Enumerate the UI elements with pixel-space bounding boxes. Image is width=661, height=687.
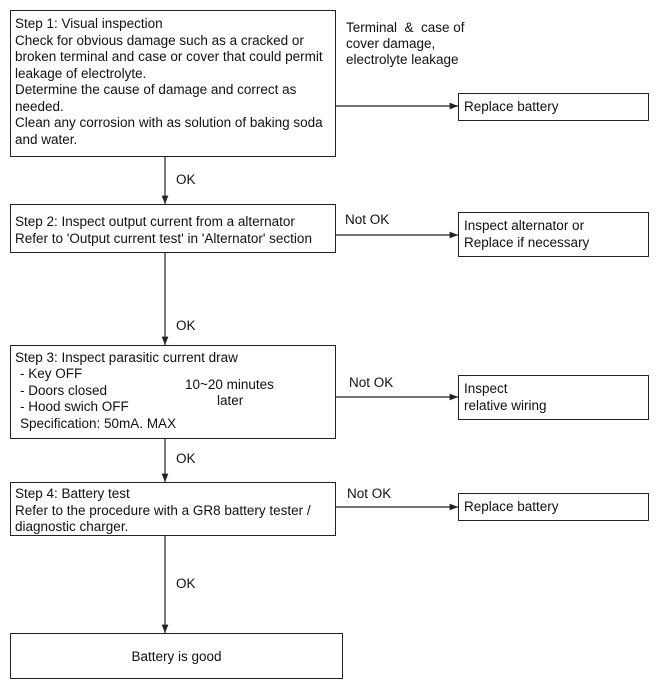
- step3-condition: - Hood swich OFF: [20, 399, 129, 414]
- step1-fail-action-box: [458, 93, 649, 121]
- step3-title: Step 3: Inspect parasitic current draw: [15, 350, 238, 365]
- step4-line: diagnostic charger.: [15, 519, 129, 534]
- step1-box: [10, 10, 336, 157]
- step1-fail-action: Replace battery: [464, 99, 559, 114]
- step1-line: Check for obvious damage such as a crack…: [15, 32, 304, 48]
- step3-fail-action-box: [458, 375, 649, 420]
- step2-fail-action: Inspect alternator or: [464, 218, 585, 233]
- step1-line: and water.: [15, 131, 78, 147]
- result-box: Battery is good: [10, 633, 343, 679]
- step1-fail-condition: Terminal & case of: [346, 20, 465, 35]
- step1-line: broken terminal and case or cover that c…: [15, 49, 323, 64]
- step3-condition: - Doors closed: [20, 382, 108, 398]
- step4-not-ok-label: Not OK: [347, 486, 392, 501]
- step3-box: [10, 345, 336, 439]
- step3-fail-action: relative wiring: [464, 398, 547, 413]
- step1-line: Determine the cause of damage and correc…: [15, 82, 297, 97]
- step4-fail-action: Replace battery: [464, 499, 559, 514]
- step1-line: leakage of electrolyte.: [15, 65, 147, 81]
- step3-condition: - Key OFF: [20, 366, 83, 381]
- step2-fail-action: Replace if necessary: [464, 235, 590, 250]
- ok-label: OK: [176, 576, 196, 591]
- ok-label: OK: [176, 172, 196, 187]
- step1-title: Step 1: Visual inspection: [15, 16, 163, 31]
- ok-label: OK: [176, 318, 196, 333]
- step2-not-ok-label: Not OK: [345, 212, 390, 227]
- step4-title: Step 4: Battery test: [15, 486, 130, 501]
- step4-line: Refer to the procedure with a GR8 batter…: [15, 502, 311, 518]
- step3-not-ok-label: Not OK: [349, 375, 394, 390]
- step2-box: [10, 204, 336, 253]
- step4-box: [10, 482, 336, 536]
- step2-line: Refer to 'Output current test' in 'Alter…: [15, 231, 312, 246]
- step4-fail-action-box: [458, 493, 649, 521]
- result-text: Battery is good: [131, 648, 222, 664]
- step1-fail-condition: electrolyte leakage: [346, 52, 459, 67]
- step3-timing: 10~20 minutes: [185, 377, 274, 392]
- step2-fail-action-box: [458, 212, 649, 257]
- step3-fail-action: Inspect: [464, 381, 508, 396]
- step1-line: Clean any corrosion with as solution of …: [15, 115, 323, 130]
- step3-timing: later: [217, 393, 244, 408]
- ok-label: OK: [176, 451, 196, 466]
- step1-line: needed.: [15, 98, 64, 114]
- step1-fail-condition: cover damage,: [346, 36, 436, 51]
- step3-spec: Specification: 50mA. MAX: [20, 415, 177, 431]
- step2-title: Step 2: Inspect output current from a al…: [15, 214, 295, 229]
